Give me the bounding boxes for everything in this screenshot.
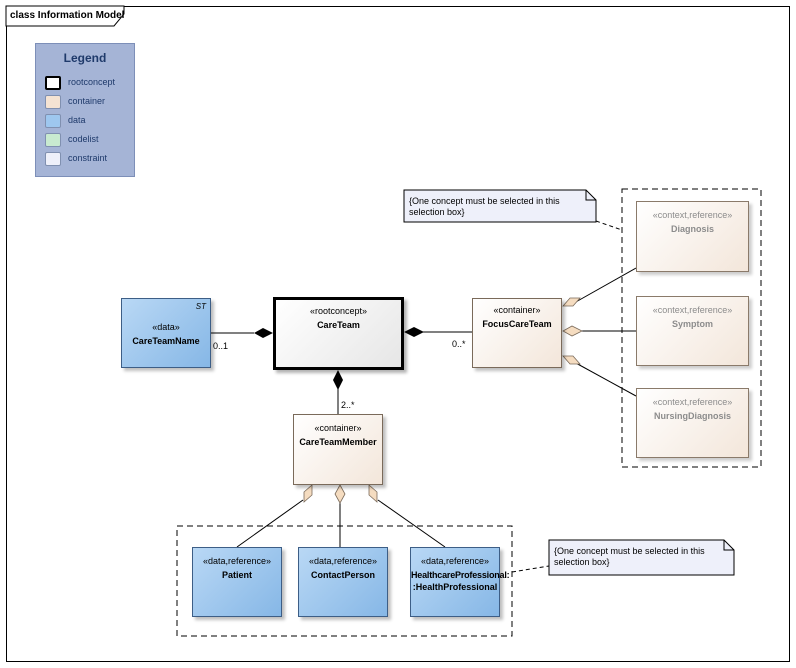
note-connector-bottom: [511, 565, 550, 573]
frame-title-tab: [5, 5, 125, 27]
assoc-nursingdiagnosis: [573, 361, 637, 397]
class-contactperson[interactable]: «data,reference» ContactPerson: [298, 547, 388, 617]
class-focuscareteam[interactable]: «container» FocusCareTeam: [472, 298, 562, 368]
stereotype-label: «container»: [314, 423, 362, 433]
multiplicity-focuscareteam: 0..*: [452, 339, 466, 349]
aggregation-diamond-diagnosis: [562, 297, 581, 307]
tagged-value-type: ST: [195, 302, 206, 311]
legend-swatch-data: [45, 114, 61, 128]
legend-swatch-codelist: [45, 133, 61, 147]
multiplicity-careteammember: 2..*: [341, 400, 355, 410]
legend-swatch-container: [45, 95, 61, 109]
stereotype-label: «data»: [152, 322, 180, 332]
selection-box-members: [176, 525, 513, 637]
stereotype-label: «context,reference»: [652, 305, 733, 315]
frame-title: class Information Model: [10, 10, 125, 21]
class-name-label: CareTeam: [317, 320, 360, 330]
class-name-label: Symptom: [671, 319, 713, 329]
aggregation-diamond-contactperson: [334, 484, 346, 504]
class-name-label: Patient: [221, 570, 252, 580]
stereotype-label: «container»: [493, 305, 541, 315]
assoc-diagnosis: [573, 267, 637, 304]
stereotype-label: «data,reference»: [420, 556, 490, 566]
class-name-label: FocusCareTeam: [482, 319, 552, 329]
note-shape-top: [403, 189, 597, 223]
note-fold-bottom: [723, 540, 734, 551]
legend-label-constraint: constraint: [68, 153, 108, 163]
aggregation-diamond-patient: [303, 484, 313, 503]
class-healthcareprofessional[interactable]: «data,reference» HealthcareProfessional:…: [410, 547, 510, 617]
stereotype-label: «rootconcept»: [309, 306, 368, 316]
composition-diamond-careteammember: [333, 370, 343, 390]
aggregation-diamond-nursingdiagnosis: [562, 355, 581, 365]
class-name-label: CareTeamMember: [299, 437, 377, 447]
legend-label-container: container: [68, 96, 106, 106]
class-name-label: NursingDiagnosis: [653, 411, 731, 421]
class-name-label: Diagnosis: [670, 224, 714, 234]
multiplicity-careteamname: 0..1: [213, 341, 229, 351]
legend-swatch-constraint: [45, 152, 61, 166]
legend-swatch-rootconcept: [45, 76, 61, 90]
legend-label-data: data: [68, 115, 86, 125]
note-fold-top: [585, 190, 596, 201]
stereotype-label: «context,reference»: [652, 210, 733, 220]
note-shape-bottom: [548, 539, 735, 576]
stereotype-label: «context,reference»: [652, 397, 733, 407]
class-careteamname[interactable]: ST «data» CareTeamName: [121, 298, 211, 368]
legend-title: Legend: [63, 51, 107, 65]
selection-box-context: [621, 188, 762, 468]
assoc-patient: [236, 499, 304, 548]
class-careteammember[interactable]: «container» CareTeamMember: [293, 414, 383, 485]
note-connector-top: [595, 220, 623, 231]
class-diagnosis[interactable]: «context,reference» Diagnosis: [636, 201, 749, 272]
note-text-bottom: {One concept must be selected in this se…: [554, 546, 705, 567]
class-name-label: ContactPerson: [310, 570, 375, 580]
legend: Legend rootconcept container data codeli…: [35, 43, 135, 177]
note-text-top: {One concept must be selected in this se…: [409, 196, 560, 217]
class-careteam[interactable]: «rootconcept» CareTeam: [273, 297, 404, 370]
composition-diamond-focuscareteam: [404, 327, 424, 337]
assoc-healthcareprofessional: [377, 499, 446, 548]
legend-label-codelist: codelist: [68, 134, 99, 144]
stereotype-label: «data,reference»: [308, 556, 378, 566]
stereotype-label: «data,reference»: [202, 556, 272, 566]
class-name-label: CareTeamName: [132, 336, 200, 346]
legend-label-rootconcept: rootconcept: [68, 77, 116, 87]
aggregation-diamond-symptom: [562, 325, 583, 337]
aggregation-diamond-healthcareprofessional: [368, 484, 378, 503]
composition-diamond-careteamname: [254, 328, 273, 338]
class-patient[interactable]: «data,reference» Patient: [192, 547, 282, 617]
class-name-label-line1: HealthcareProfessional:: [411, 570, 510, 580]
class-name-label-line2: :HealthProfessional: [412, 582, 498, 592]
class-symptom[interactable]: «context,reference» Symptom: [636, 296, 749, 366]
class-nursingdiagnosis[interactable]: «context,reference» NursingDiagnosis: [636, 388, 749, 458]
